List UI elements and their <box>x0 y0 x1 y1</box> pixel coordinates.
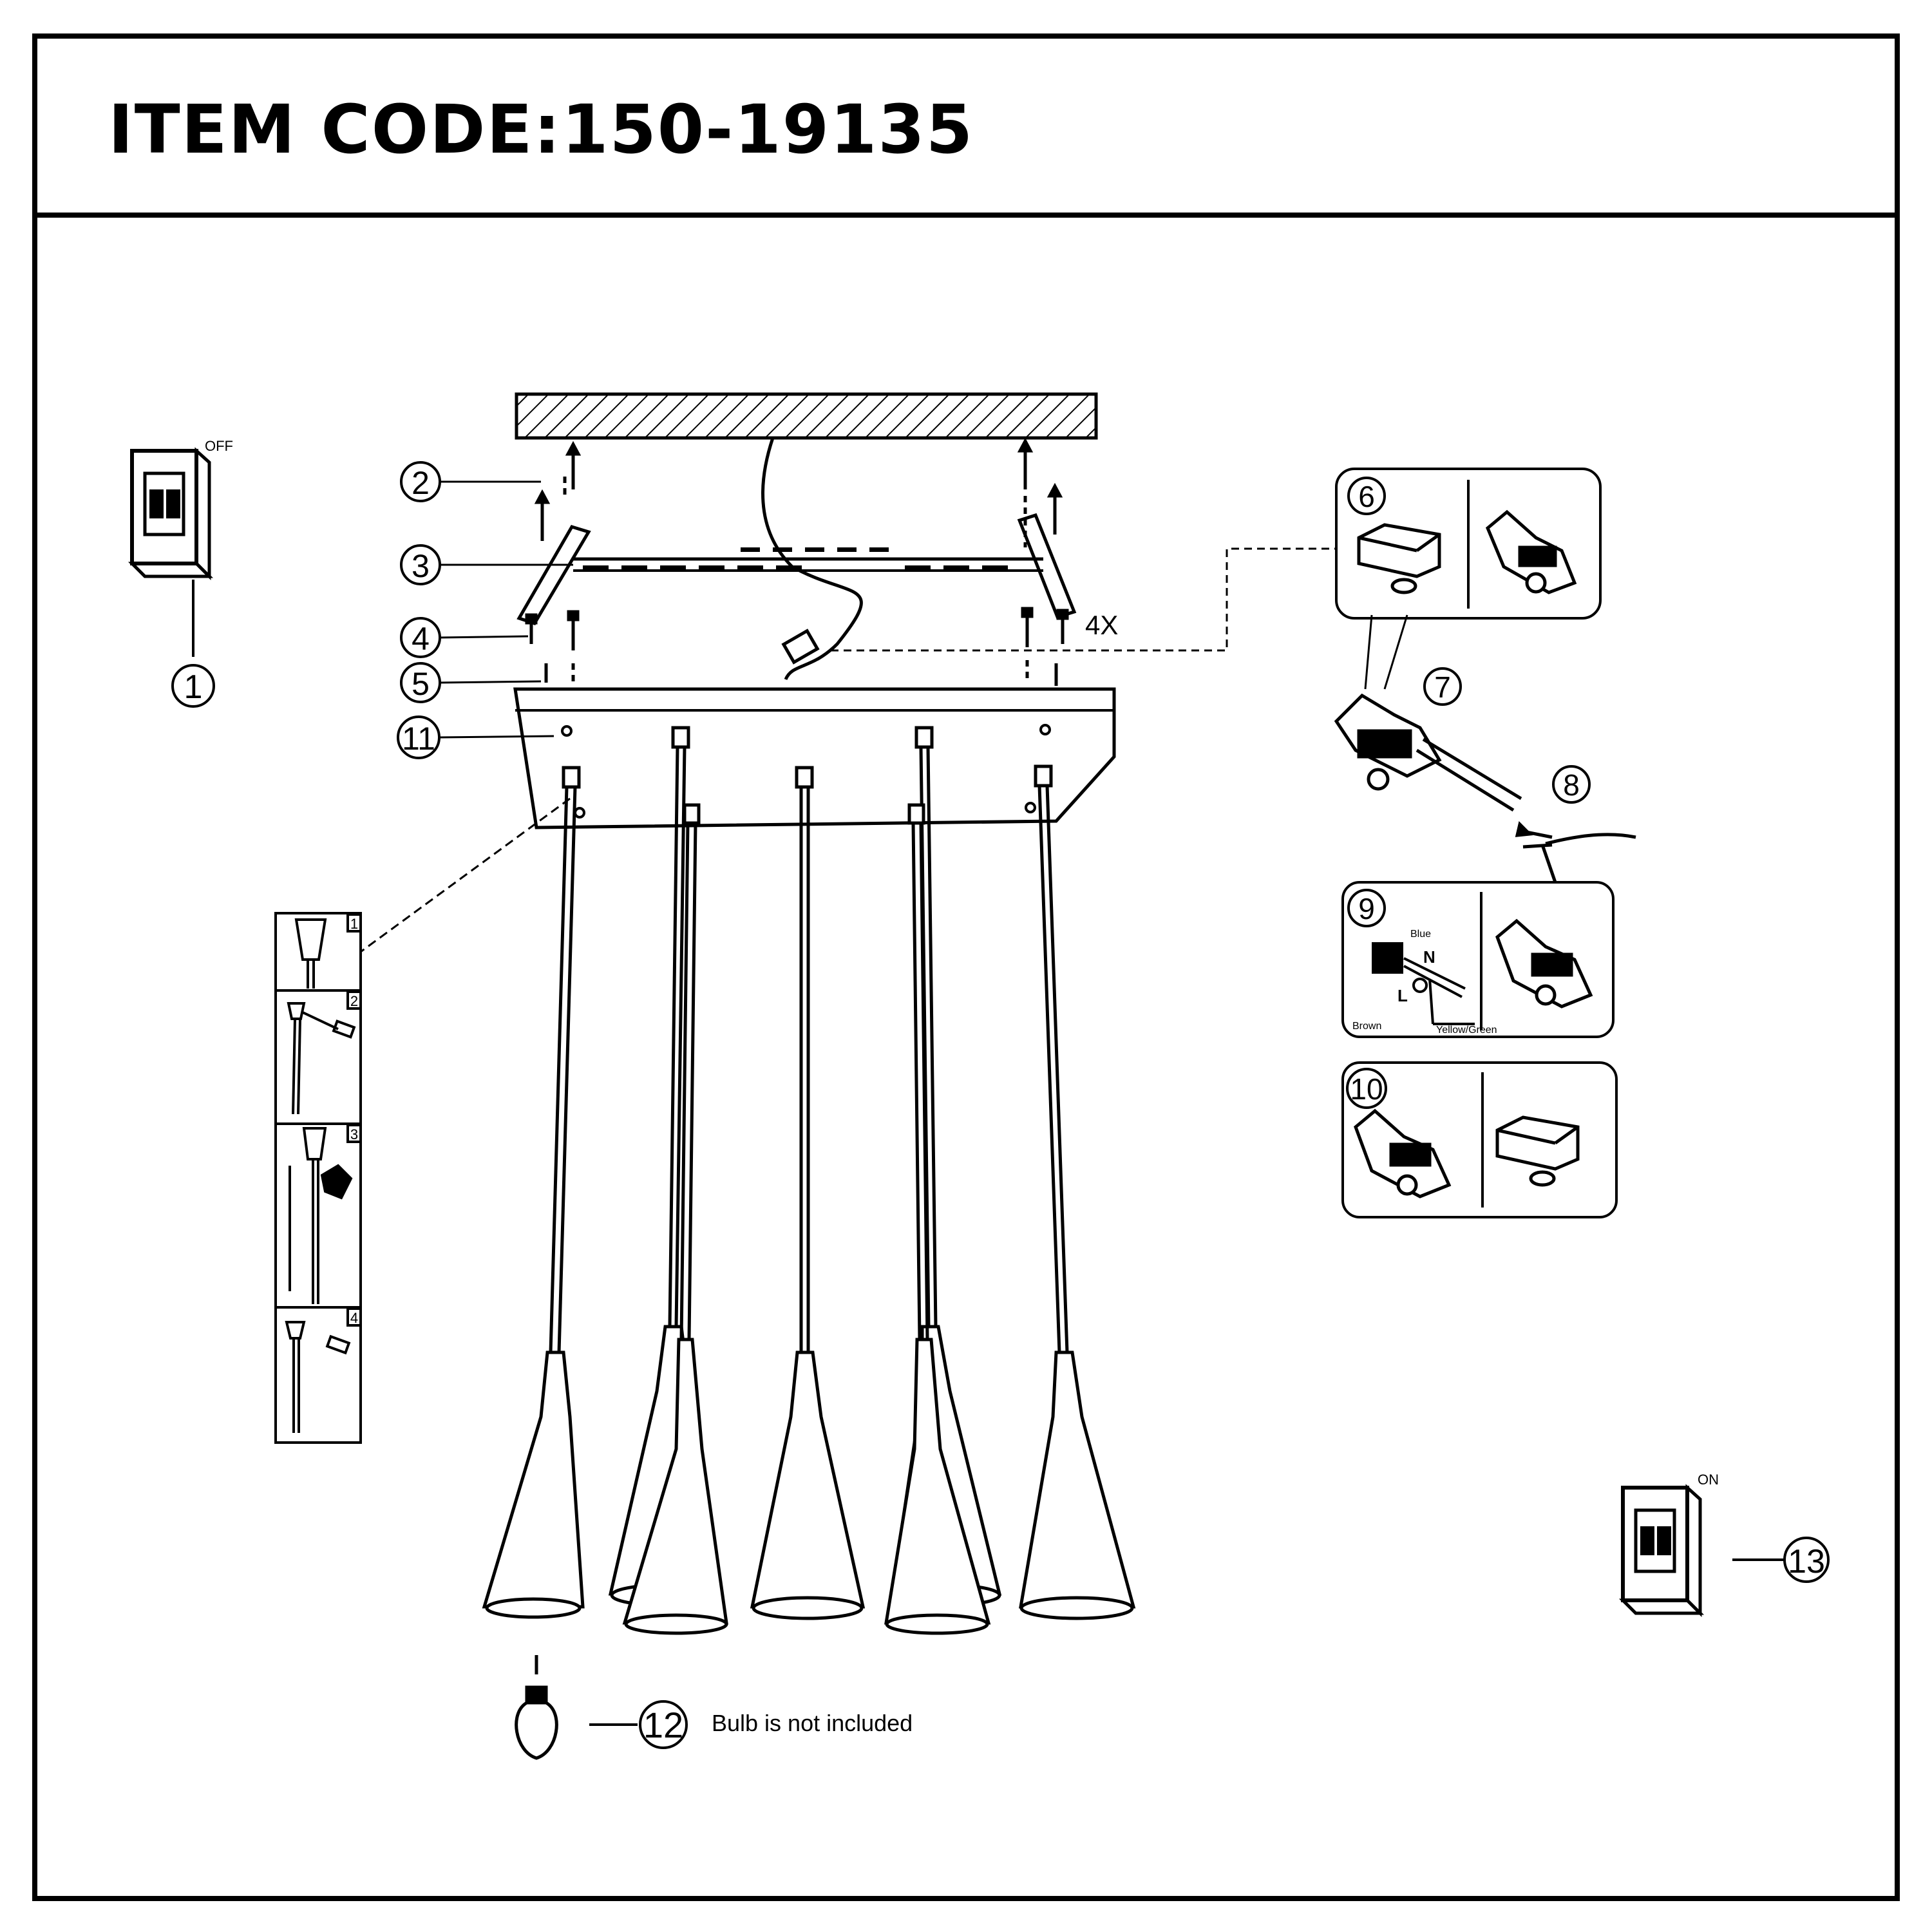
wire-label-earth: Yellow/Green <box>1436 1025 1497 1036</box>
step-13-number: 13 <box>1788 1543 1825 1580</box>
wall-switch-on <box>1618 1484 1784 1618</box>
junction-box-closed-10 <box>1495 1115 1580 1187</box>
dashed-leader-height <box>360 797 571 953</box>
height-step-4: 4 <box>350 1310 358 1326</box>
callout-2 <box>400 461 541 502</box>
supply-cable <box>761 437 863 681</box>
callout-11-number: 11 <box>402 721 435 757</box>
height-step-1: 1 <box>350 916 358 932</box>
height-step-2: 2 <box>350 993 358 1009</box>
wire-label-neutral: N <box>1423 947 1435 967</box>
diagram-frame: ITEM CODE:150-19135 <box>32 33 1900 1901</box>
ceiling-screws <box>534 437 1063 547</box>
wire-label-live: L <box>1397 986 1408 1005</box>
pendant-7 <box>1019 764 1136 1620</box>
height-adjust-panel <box>274 912 362 1444</box>
item-code-title: ITEM CODE:150-19135 <box>108 90 974 169</box>
connector-panel-10 <box>1354 1108 1452 1198</box>
stripped-cable-step-8 <box>1515 821 1636 883</box>
junction-box-closed <box>1357 523 1441 594</box>
canopy-plate <box>513 687 1116 829</box>
wiring-panel-9 <box>1341 881 1615 1038</box>
step-6-number: 6 <box>1358 480 1375 513</box>
connector-panel-9 <box>1495 918 1593 1009</box>
pendant-lights <box>482 726 1136 1635</box>
step-6-badge <box>1347 477 1386 515</box>
callout-11 <box>397 715 554 759</box>
terminal-block <box>781 629 820 665</box>
pendant-4 <box>750 766 866 1620</box>
wall-switch-off <box>128 447 214 657</box>
canopy-hole <box>1039 724 1051 735</box>
step-1-badge <box>171 664 215 708</box>
header: ITEM CODE:150-19135 <box>37 39 1895 218</box>
quantity-label: 4X <box>1085 610 1118 640</box>
wire-label-brown: Brown <box>1352 1021 1381 1032</box>
step-10-number: 10 <box>1350 1072 1383 1106</box>
step-9-number: 9 <box>1358 892 1375 925</box>
pendant-3 <box>622 803 728 1635</box>
step-7-badge <box>1423 667 1462 706</box>
height-step-3: 3 <box>350 1126 358 1142</box>
step-8-badge <box>1552 765 1591 804</box>
switch-off-label: OFF <box>205 438 233 454</box>
callout-3-number: 3 <box>412 548 430 584</box>
canopy-hole <box>1025 802 1036 813</box>
dashed-leader-wiring <box>831 547 1336 652</box>
wiring-panel-6 <box>1335 468 1602 620</box>
step-12-number: 12 <box>643 1705 683 1745</box>
callout-3 <box>400 544 573 585</box>
pendant-1 <box>482 766 585 1619</box>
step-8-number: 8 <box>1563 768 1580 802</box>
pendant-6 <box>884 803 991 1635</box>
callout-2-number: 2 <box>412 465 430 501</box>
step-7-number: 7 <box>1434 670 1451 704</box>
canopy-hole <box>561 725 573 737</box>
bulb-icon <box>515 1655 638 1760</box>
step-1-number: 1 <box>184 668 203 706</box>
switch-on-label: ON <box>1698 1472 1719 1488</box>
wiring-panel-10 <box>1341 1061 1618 1218</box>
bulb-note: Bulb is not included <box>712 1710 913 1736</box>
step-10-badge <box>1346 1068 1387 1109</box>
callout-5-number: 5 <box>412 666 430 702</box>
junction-box-open <box>1485 509 1577 594</box>
ceiling-hatched <box>515 392 1098 440</box>
step-9-badge <box>1347 889 1386 927</box>
bracket-bolts <box>525 607 1069 686</box>
callout-5 <box>400 662 542 703</box>
wire-label-blue: Blue <box>1410 929 1431 940</box>
step-13-badge <box>1783 1537 1830 1583</box>
terminal-connector-step-7 <box>1334 693 1522 812</box>
step-12-badge <box>639 1700 688 1749</box>
wire-connection-detail <box>1372 942 1475 1025</box>
callout-4-number: 4 <box>412 621 430 657</box>
callout-4 <box>400 617 529 658</box>
